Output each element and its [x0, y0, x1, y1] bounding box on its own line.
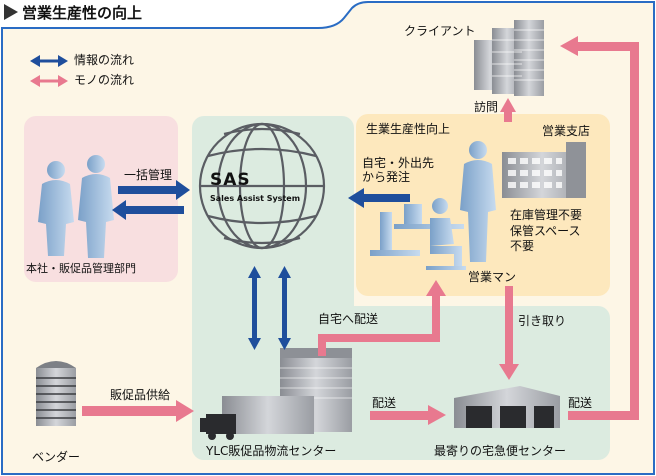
info-flow-arrows	[112, 180, 410, 350]
vendor-building-icon	[36, 361, 76, 426]
sales-office-label: 営業支店	[542, 124, 591, 138]
supply-label: 販促品供給	[110, 388, 171, 402]
hq-label: 本社・販促品管理部門	[26, 262, 136, 275]
goods-flow-arrows	[82, 36, 639, 425]
visit-label: 訪問	[474, 100, 499, 114]
productivity-label: 生業生産性向上	[366, 122, 451, 136]
delivery-label-2: 配送	[568, 396, 593, 410]
delivery-label-1: 配送	[372, 396, 397, 410]
batch-manage-label: 一括管理	[124, 168, 173, 182]
legend-info-label: 情報の流れ	[74, 53, 135, 67]
ylc-center-label: YLC販促品物流センター	[206, 444, 337, 458]
vendor-label: ベンダー	[32, 450, 81, 464]
page-title: 営業生産性の向上	[22, 4, 143, 22]
sas-name: SAS	[210, 170, 251, 190]
delivery-center-building-icon	[454, 386, 560, 428]
order-from-label: 自宅・外出先 から発注	[362, 156, 435, 185]
legend-info-arrow-icon	[30, 55, 68, 67]
client-label: クライアント	[404, 24, 476, 38]
home-delivery-label: 自宅へ配送	[318, 312, 379, 326]
sales-office-building-icon	[502, 142, 586, 198]
legend-goods-label: モノの流れ	[74, 73, 135, 87]
no-inventory-label: 在庫管理不要 保管スペース 不要	[510, 208, 583, 254]
ylc-center-building-icon	[200, 348, 352, 440]
client-building-icon	[474, 20, 544, 96]
salesperson-desk-icon	[370, 198, 466, 270]
delivery-center-label: 最寄りの宅急便センター	[434, 444, 567, 458]
sas-full-name: Sales Assist System	[210, 194, 301, 203]
pickup-label: 引き取り	[518, 314, 567, 328]
sales-person-label: 営業マン	[468, 270, 517, 284]
title-marker-icon	[4, 4, 18, 20]
hq-staff-icon	[38, 155, 114, 258]
salesperson-standing-icon	[460, 141, 496, 262]
legend-goods-arrow-icon	[30, 75, 68, 87]
sas-globe-icon	[198, 122, 326, 250]
